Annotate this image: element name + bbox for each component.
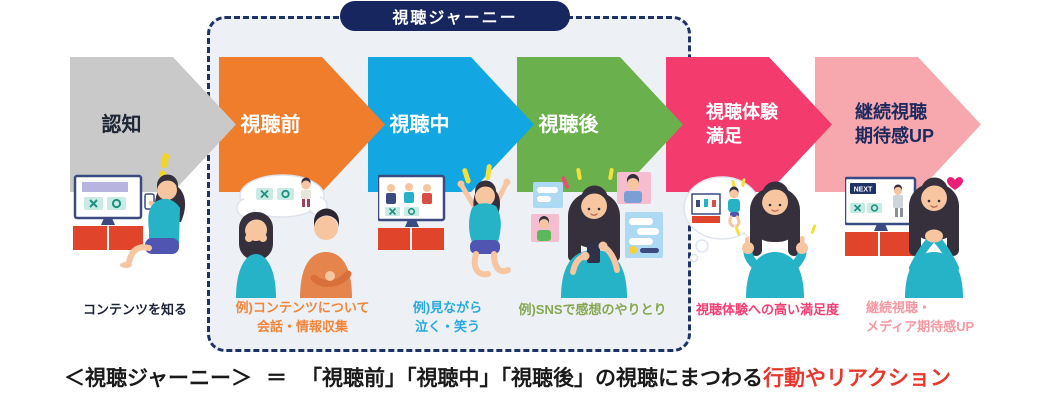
sns-person-card xyxy=(531,214,559,242)
continuation-illustration: NEXT xyxy=(845,176,963,298)
heart-icon xyxy=(947,177,963,190)
sns-chat-card xyxy=(533,182,563,208)
thought-bubble-icon xyxy=(236,174,328,218)
caption-viewing: 例)見ながら 泣く・笑う xyxy=(412,300,483,334)
delighted-woman-figure xyxy=(905,177,963,298)
caption-post-viewing: 例)SNSで感想のやりとり xyxy=(518,302,667,317)
caption-continuation: 継続視聴・ メディア期待感UP xyxy=(866,300,975,334)
viewing-illustration xyxy=(378,164,511,278)
pre-viewing-illustration xyxy=(236,174,352,298)
sns-person-card xyxy=(617,172,651,204)
jumping-woman-figure xyxy=(457,178,511,278)
excitement-lines-icon xyxy=(462,164,492,184)
caption-awareness: コンテンツを知る xyxy=(82,302,187,317)
next-badge-label: NEXT xyxy=(854,187,873,194)
thumbs-up-woman-figure xyxy=(734,181,817,298)
stage-label-satisfaction: 視聴体験 満足 xyxy=(706,102,778,146)
talking-man-figure xyxy=(300,208,352,298)
stage-label-post-viewing: 視聴後 xyxy=(538,113,599,136)
formula-highlight: 行動やリアクション xyxy=(762,367,951,390)
exclamation-icon xyxy=(159,153,170,178)
seated-woman-figure xyxy=(120,174,186,268)
stage-label-awareness: 認知 xyxy=(101,113,142,136)
awareness-illustration xyxy=(73,153,186,268)
formula-lhs: ＜視聴ジャーニー＞ xyxy=(64,367,252,390)
formula-body: 「視聴前」「視聴中」「視聴後」の視聴にまつわる xyxy=(300,367,763,390)
post-viewing-illustration xyxy=(531,168,663,298)
formula-equals: ＝ xyxy=(265,367,287,390)
journey-title-pill: 視聴ジャーニー xyxy=(340,1,570,31)
woman-with-phone-figure xyxy=(561,185,627,298)
talking-woman-figure xyxy=(236,212,276,298)
stage-label-continuation: 継続視聴 期待感UP xyxy=(855,102,935,146)
stage-label-pre-viewing: 視聴前 xyxy=(240,113,301,136)
tv-icon xyxy=(73,174,143,250)
journey-title: 視聴ジャーニー xyxy=(392,10,518,27)
tv-quiz-icon xyxy=(378,174,446,250)
caption-pre-viewing: 例)コンテンツについて 会話・情報収集 xyxy=(235,300,370,334)
stage-label-viewing: 視聴中 xyxy=(389,113,450,136)
sns-chat-card xyxy=(625,212,663,258)
journey-definition-text: ＜視聴ジャーニー＞ ＝ 「視聴前」「視聴中」「視聴後」の視聴にまつわる行動やリアクシ… xyxy=(64,362,951,392)
tv-next-icon: NEXT xyxy=(845,176,917,256)
satisfaction-illustration xyxy=(683,176,817,298)
caption-satisfaction: 視聴体験への高い満足度 xyxy=(695,302,839,317)
